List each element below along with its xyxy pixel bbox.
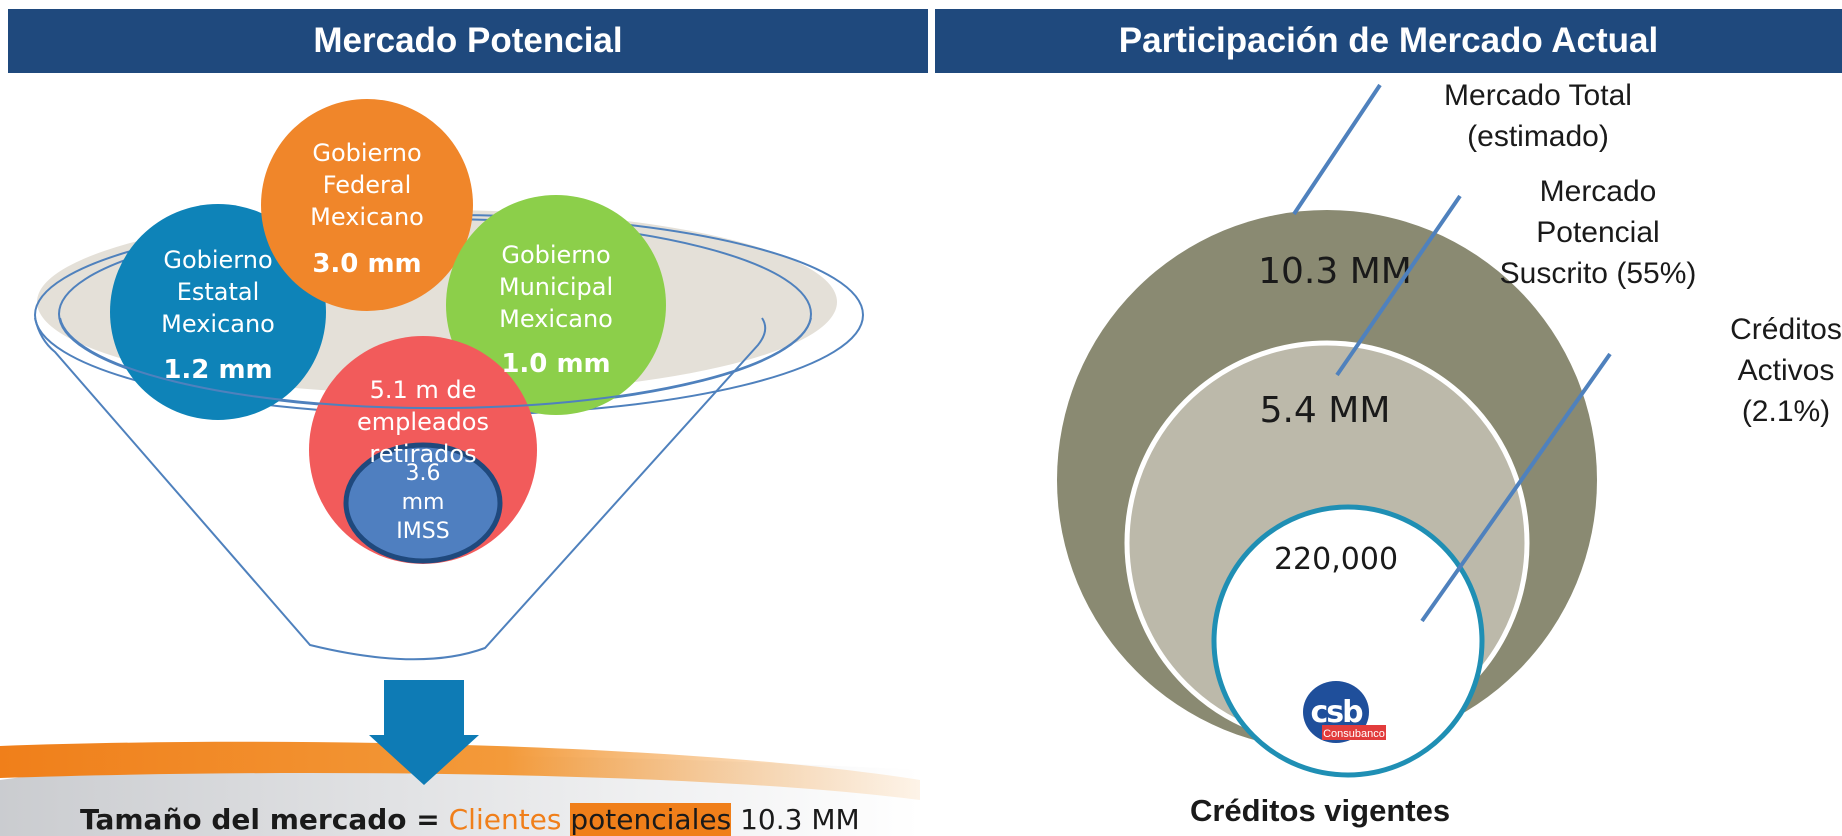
market-size-word-clientes: Clientes [448, 803, 562, 836]
federal-value: 3.0 mm [312, 249, 421, 279]
left-panel-title: Mercado Potencial [8, 9, 928, 73]
callout-total-1: Mercado Total [1444, 79, 1632, 112]
funnel-rim-front [59, 317, 812, 410]
estatal-value: 1.2 mm [163, 355, 272, 385]
market-size-word-potenciales: potenciales [570, 803, 732, 836]
imss-line2: mm [402, 490, 445, 515]
municipal-line1: Gobierno [501, 241, 610, 269]
retirados-line2: empleados [357, 408, 489, 436]
inner-value: 220,000 [1274, 542, 1398, 577]
federal-line1: Gobierno [312, 139, 421, 167]
right-panel-title: Participación de Mercado Actual [935, 9, 1842, 73]
market-size-statement: Tamaño del mercado = Clientes potenciale… [80, 803, 860, 836]
market-size-value: 10.3 MM [740, 803, 860, 836]
estatal-line1: Gobierno [163, 246, 272, 274]
consubanco-logo: csb Consubanco [1303, 681, 1386, 743]
retirados-line1: 5.1 m de [370, 376, 477, 404]
logo-name: Consubanco [1323, 728, 1385, 740]
leader-line-potencial [1335, 194, 1462, 377]
funnel-mask [260, 560, 560, 659]
circle-estatal [110, 204, 326, 420]
inner-ring [1211, 504, 1485, 778]
callout-potencial-2: Potencial [1536, 216, 1659, 249]
imss-line1: 3.6 [406, 461, 441, 486]
circle-municipal [446, 195, 666, 415]
municipal-line2: Municipal [499, 273, 613, 301]
leader-line-total [1292, 83, 1382, 216]
circle-imss [343, 442, 503, 564]
estatal-line3: Mexicano [161, 310, 275, 338]
retirados-line3: retirados [369, 440, 476, 468]
callout-creditos-2: Activos [1738, 354, 1835, 387]
callout-creditos-3: (2.1%) [1742, 395, 1830, 428]
imss-line3: IMSS [396, 519, 449, 544]
callout-potencial-3: Suscrito (55%) [1500, 257, 1697, 290]
down-arrow [369, 680, 479, 785]
market-size-label: Tamaño del mercado = [80, 803, 440, 836]
orange-swoosh [0, 741, 920, 800]
callout-total-2: (estimado) [1467, 120, 1609, 153]
funnel-body [34, 317, 767, 661]
outer-value: 10.3 MM [1258, 251, 1412, 292]
federal-line3: Mexicano [310, 203, 424, 231]
callout-potencial-1: Mercado [1540, 175, 1657, 208]
middle-value: 5.4 MM [1260, 390, 1391, 431]
municipal-value: 1.0 mm [501, 349, 610, 379]
logo-name-band [1322, 725, 1386, 740]
leader-line-creditos [1420, 352, 1612, 623]
circle-federal [261, 99, 473, 311]
right-caption: Créditos vigentes [1190, 793, 1450, 828]
municipal-line3: Mexicano [499, 305, 613, 333]
logo-letters: csb [1310, 695, 1363, 730]
estatal-line2: Estatal [177, 278, 260, 306]
callout-creditos-1: Créditos [1730, 313, 1842, 346]
federal-line2: Federal [323, 171, 412, 199]
